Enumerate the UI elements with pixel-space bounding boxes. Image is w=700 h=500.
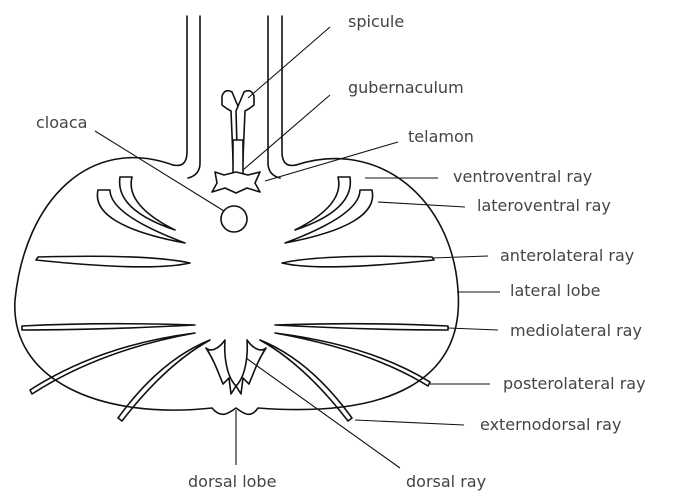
bursa-outline	[14, 156, 460, 416]
label-dorsal-ray: dorsal ray	[406, 472, 486, 491]
body-tube	[172, 15, 297, 179]
label-cloaca: cloaca	[36, 113, 87, 132]
left-rays	[21, 176, 211, 422]
ray-mediolateral-left	[21, 322, 196, 331]
leader-spicule	[247, 26, 331, 99]
label-anterolateral-ray: anterolateral ray	[500, 246, 634, 265]
leader-lateroventral	[377, 201, 466, 208]
label-posterolateral-ray: posterolateral ray	[503, 374, 646, 393]
dorsal-ray	[205, 339, 267, 395]
ray-ventroventral-left	[118, 176, 176, 231]
leader-anterolateral	[431, 255, 489, 259]
label-telamon: telamon	[408, 127, 474, 146]
right-rays	[259, 176, 449, 422]
label-lateroventral-ray: lateroventral ray	[477, 196, 611, 215]
label-gubernaculum: gubernaculum	[348, 78, 464, 97]
leader-cloaca	[94, 130, 225, 212]
leader-externodorsal	[354, 419, 465, 426]
leader-dorsal-ray	[245, 357, 401, 469]
ray-anterolateral-right	[281, 255, 435, 268]
ray-externodorsal-right	[259, 339, 353, 422]
ray-posterolateral-right	[274, 332, 431, 387]
label-externodorsal-ray: externodorsal ray	[480, 415, 621, 434]
leader-lines	[94, 26, 500, 469]
labels: spicule gubernaculum telamon cloaca vent…	[36, 12, 646, 491]
ray-lateroventral-right	[284, 189, 374, 244]
telamon	[211, 171, 261, 194]
leader-mediolateral	[447, 327, 499, 331]
leader-telamon	[264, 141, 399, 182]
leader-gubernaculum	[242, 94, 331, 171]
cloaca	[220, 205, 248, 233]
ray-mediolateral-right	[274, 322, 449, 331]
ray-lateroventral-left	[96, 189, 186, 244]
ray-ventroventral-right	[294, 176, 352, 231]
label-mediolateral-ray: mediolateral ray	[510, 321, 642, 340]
label-ventroventral-ray: ventroventral ray	[453, 167, 592, 186]
label-spicule: spicule	[348, 12, 404, 31]
ray-externodorsal-left	[117, 339, 211, 422]
label-lateral-lobe: lateral lobe	[510, 281, 601, 300]
ray-posterolateral-left	[29, 332, 196, 395]
label-dorsal-lobe: dorsal lobe	[188, 472, 276, 491]
ray-anterolateral-left	[35, 255, 191, 268]
